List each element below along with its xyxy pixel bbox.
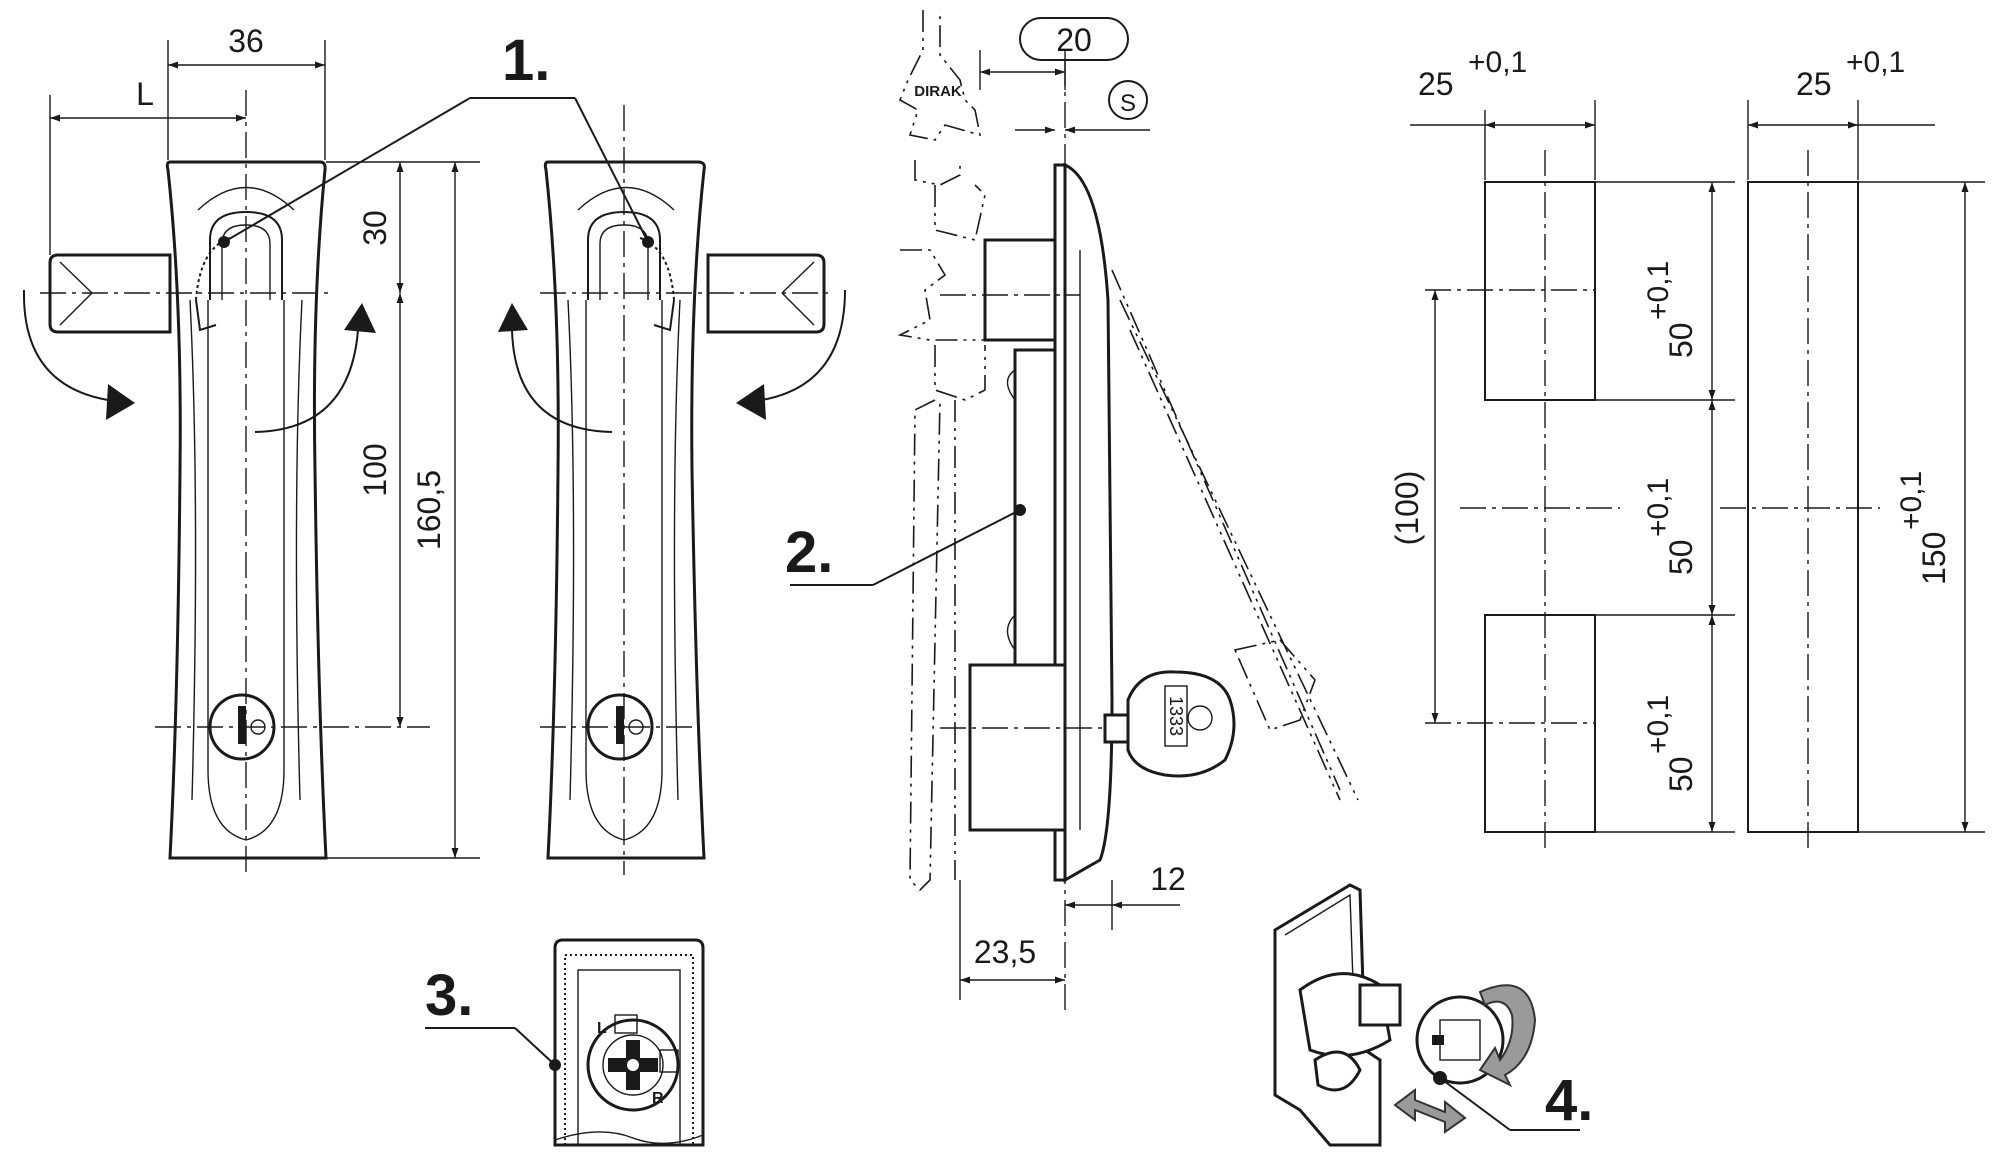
detail-4-cam-reversal [1273,883,1580,1147]
side-symbol-s: S [1120,90,1136,117]
tolerance-height-2: +0,1 [1642,478,1675,537]
dim-cutout-height-3: 50 [1663,756,1699,792]
dim-cutout-height-1: 50 [1663,322,1699,358]
callout-3: 3. [425,963,473,1028]
tolerance-width-a: +0,1 [1468,46,1527,79]
callout-1-leader [223,97,649,243]
tolerance-height-1: +0,1 [1642,261,1675,320]
tolerance-total: +0,1 [1895,471,1928,530]
front-view-left-handle [22,90,430,875]
mark-right: R [652,1090,664,1107]
dim-side-depth-bottom: 23,5 [974,934,1036,970]
detail-3-lock-view [425,938,705,1147]
side-dimensions [959,17,1180,1000]
callout-2: 2. [785,520,833,585]
dim-handle-width: 36 [228,23,264,59]
front-dimensions [49,40,480,859]
dim-offset-l: L [136,76,154,112]
dim-side-depth-top: 20 [1056,22,1092,58]
callout-1: 1. [502,28,550,93]
tolerance-width-b: +0,1 [1846,46,1905,79]
dim-top-to-center: 30 [357,210,393,246]
cutout-two-slots [1410,100,1735,850]
callout-4: 4. [1545,1068,1593,1133]
dim-cutout-width-a: 25 [1418,66,1454,102]
dim-cutout-width-b: 25 [1796,66,1832,102]
dim-cutout-total: 150 [1916,532,1952,585]
dim-center-to-lock: 100 [357,443,393,496]
cutout-full-slot [1720,100,1985,850]
mark-left: L [597,1020,607,1037]
front-view-right-handle [498,105,846,875]
dim-cutout-height-2: 50 [1663,539,1699,575]
dim-overall-height: 160,5 [411,470,447,550]
key-code: 1333 [1166,696,1186,736]
tolerance-height-3: +0,1 [1642,695,1675,754]
side-view [790,10,1359,1010]
dim-cutout-pitch: (100) [1389,471,1425,546]
brand-marking: DIRAK [914,83,962,100]
dim-side-thickness: 12 [1150,861,1186,897]
